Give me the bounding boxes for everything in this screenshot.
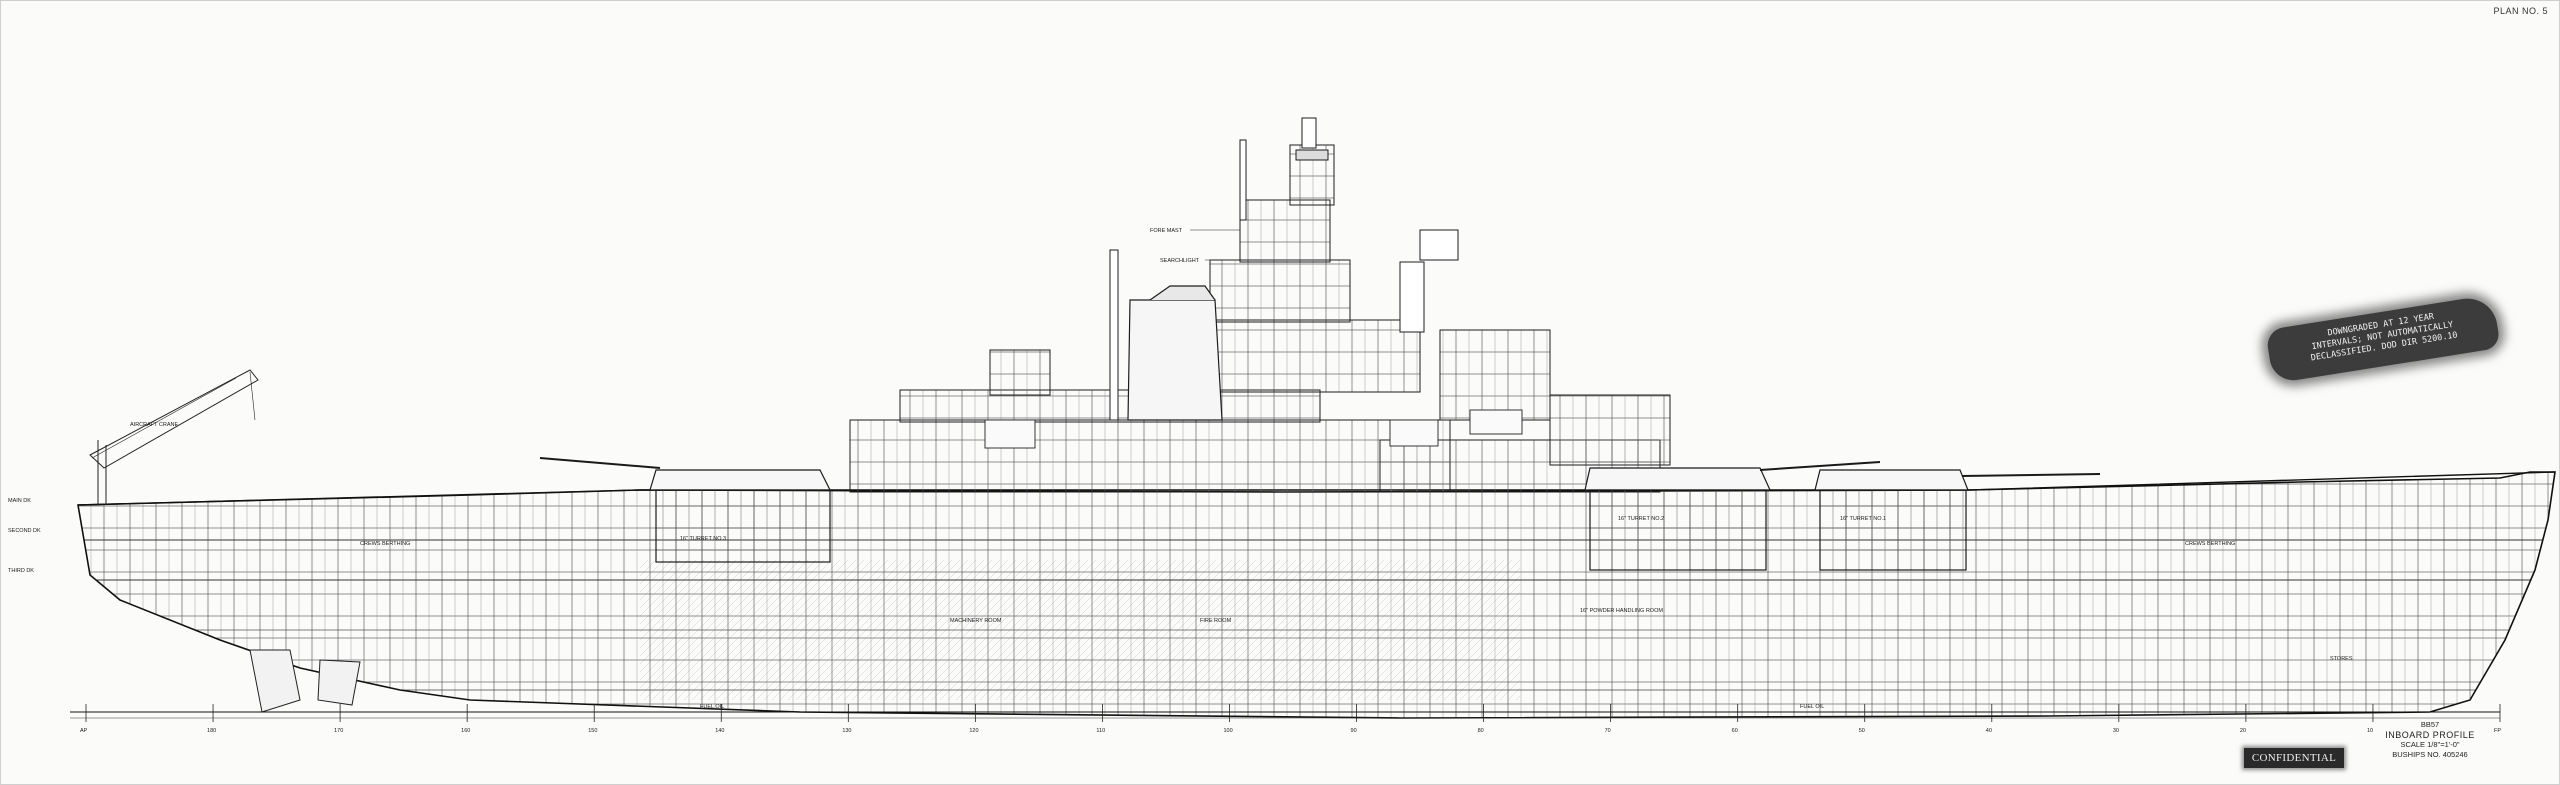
- frame-number: AP: [80, 728, 88, 734]
- plan-number: PLAN NO. 5: [2493, 6, 2548, 16]
- gun-barrels: [539, 457, 2101, 477]
- superstructure: [849, 144, 1671, 493]
- fire-room-label: FIRE ROOM: [1200, 618, 1232, 624]
- frame-number: 80: [1478, 728, 1484, 734]
- drawing-title: INBOARD PROFILE: [2385, 730, 2475, 740]
- funnel: [1127, 285, 1223, 421]
- hull: [78, 472, 2555, 718]
- frame-number: 110: [1096, 728, 1105, 734]
- frame-number: 120: [969, 728, 978, 734]
- crane-label: AIRCRAFT CRANE: [130, 422, 179, 428]
- fuel-oil-label: FUEL OIL: [700, 704, 724, 710]
- main-deck-label: MAIN DK: [8, 498, 31, 504]
- third-deck-label: THIRD DK: [8, 568, 34, 574]
- hull-number: BB57: [2420, 720, 2440, 729]
- frame-number: 180: [207, 728, 216, 734]
- frame-number: 160: [461, 728, 470, 734]
- searchlight-label: SEARCHLIGHT: [1160, 258, 1200, 264]
- secondary-mounts: [984, 409, 1523, 449]
- frame-number: 70: [1605, 728, 1611, 734]
- frame-number: 30: [2113, 728, 2119, 734]
- magazine-label: 16" POWDER HANDLING ROOM: [1580, 608, 1663, 614]
- crew-label: CREWS BERTHING: [360, 541, 410, 547]
- frame-number: 40: [1986, 728, 1992, 734]
- confidential-stamp: CONFIDENTIAL: [2244, 748, 2344, 768]
- turrets: [649, 467, 1969, 571]
- stores-label: STORES: [2330, 656, 2353, 662]
- fuel-oil-fwd-label: FUEL OIL: [1800, 704, 1824, 710]
- bureau-number: BUSHIPS NO. 405246: [2392, 750, 2468, 759]
- frame-number: 100: [1223, 728, 1232, 734]
- crew-fwd-label: CREWS BERTHING: [2185, 541, 2235, 547]
- frame-number: 90: [1351, 728, 1357, 734]
- turret1-label: 16" TURRET NO.1: [1840, 516, 1886, 522]
- turret2-label: 16" TURRET NO.2: [1618, 516, 1664, 522]
- frame-number: 50: [1859, 728, 1865, 734]
- frame-number: 60: [1732, 728, 1738, 734]
- title-block: BB57 INBOARD PROFILE SCALE 1/8"=1'-0" BU…: [2355, 720, 2505, 760]
- aircraft-crane: [89, 369, 259, 505]
- frame-number: 140: [715, 728, 724, 734]
- masts: [1109, 117, 1459, 421]
- frame-number: 130: [842, 728, 851, 734]
- machinery-label: MACHINERY ROOM: [950, 618, 1002, 624]
- frame-number: 170: [334, 728, 343, 734]
- drawing-scale: SCALE 1/8"=1'-0": [2400, 740, 2460, 749]
- frame-number: 10: [2367, 728, 2373, 734]
- rudder: [249, 649, 361, 713]
- frame-scale: AP 180 170 160 150 140 130 120 110 100 90 80 70 60 50 4…: [80, 704, 2501, 734]
- second-deck-label: SECOND DK: [8, 528, 41, 534]
- turret3-label: 16" TURRET NO.3: [680, 536, 726, 542]
- frame-number: FP: [2494, 728, 2501, 734]
- frame-number: 150: [588, 728, 597, 734]
- fore-mast-label: FORE MAST: [1150, 228, 1183, 234]
- frame-number: 20: [2240, 728, 2246, 734]
